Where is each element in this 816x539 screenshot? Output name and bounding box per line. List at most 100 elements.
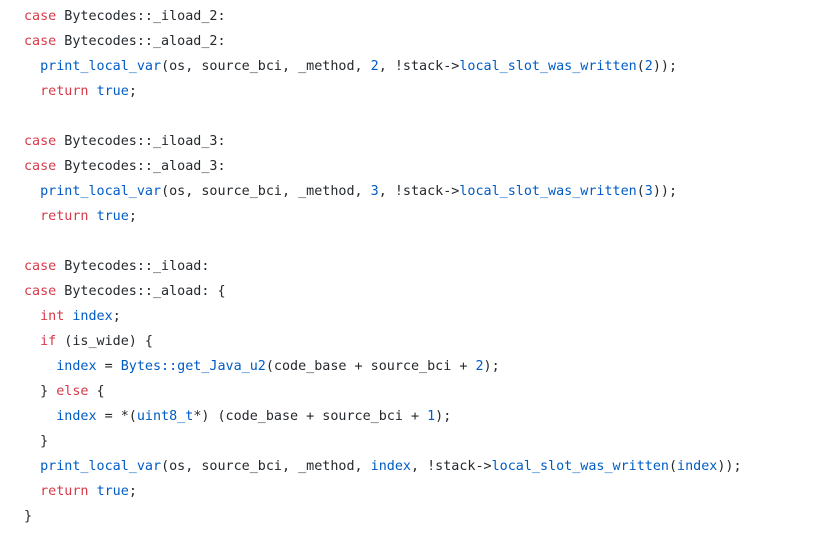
identifier-token: 3	[370, 184, 379, 199]
code-line: }	[24, 504, 742, 529]
code-token: (os, source_bci, _method,	[161, 184, 371, 199]
code-token: (os, source_bci, _method,	[161, 59, 371, 74]
identifier-token: 1	[427, 409, 436, 424]
blank-line	[24, 104, 742, 129]
keyword-token: case	[24, 34, 57, 49]
identifier-token: index	[72, 309, 113, 324]
identifier-token: 2	[370, 59, 379, 74]
code-token: , !stack->	[378, 59, 460, 74]
indent	[24, 309, 40, 324]
code-line: index = *(uint8_t*) (code_base + source_…	[24, 404, 742, 429]
code-token: , !stack->	[410, 459, 492, 474]
code-block: case Bytecodes::_iload_2:case Bytecodes:…	[24, 4, 742, 529]
indent	[24, 184, 40, 199]
code-line: return true;	[24, 479, 742, 504]
code-token: {	[88, 384, 105, 399]
identifier-token: 2	[644, 59, 653, 74]
code-token: (is_wide) {	[56, 334, 153, 349]
identifier-token: uint8_t	[136, 409, 194, 424]
identifier-token: true	[96, 209, 129, 224]
indent	[24, 59, 40, 74]
identifier-token: local_slot_was_written	[491, 459, 669, 474]
keyword-token: return	[40, 209, 89, 224]
keyword-token: if	[40, 334, 57, 349]
code-token: );	[435, 409, 452, 424]
code-token	[89, 484, 97, 499]
identifier-token: Bytes::get_Java_u2	[120, 359, 266, 374]
code-line: case Bytecodes::_aload_3:	[24, 154, 742, 179]
indent	[24, 384, 40, 399]
code-line: } else {	[24, 379, 742, 404]
code-line: case Bytecodes::_iload:	[24, 254, 742, 279]
identifier-token: true	[96, 484, 129, 499]
identifier-token: local_slot_was_written	[459, 184, 637, 199]
identifier-token: true	[96, 84, 129, 99]
identifier-token: index	[370, 459, 411, 474]
code-line: case Bytecodes::_iload_2:	[24, 4, 742, 29]
code-token: ;	[128, 209, 137, 224]
code-line: case Bytecodes::_aload: {	[24, 279, 742, 304]
identifier-token: index	[56, 409, 97, 424]
code-token: (	[636, 59, 645, 74]
code-line: print_local_var(os, source_bci, _method,…	[24, 454, 742, 479]
keyword-token: int	[40, 309, 65, 324]
code-token: ;	[128, 484, 137, 499]
code-line: return true;	[24, 204, 742, 229]
code-token: = *(	[96, 409, 137, 424]
identifier-token: 2	[475, 359, 484, 374]
code-token: =	[96, 359, 121, 374]
code-line: if (is_wide) {	[24, 329, 742, 354]
indent	[24, 434, 40, 449]
code-token: Bytecodes::_aload_3:	[56, 159, 226, 174]
identifier-token: local_slot_was_written	[459, 59, 637, 74]
code-token: Bytecodes::_iload:	[56, 259, 210, 274]
code-token: , !stack->	[378, 184, 460, 199]
code-token: Bytecodes::_iload_2:	[56, 9, 226, 24]
keyword-token: else	[56, 384, 89, 399]
keyword-token: case	[24, 159, 57, 174]
code-token: Bytecodes::_aload_2:	[56, 34, 226, 49]
code-line: int index;	[24, 304, 742, 329]
indent	[24, 209, 40, 224]
code-token: (os, source_bci, _method,	[161, 459, 371, 474]
identifier-token: index	[677, 459, 718, 474]
code-token: Bytecodes::_aload: {	[56, 284, 226, 299]
code-line: print_local_var(os, source_bci, _method,…	[24, 54, 742, 79]
identifier-token: 3	[644, 184, 653, 199]
indent	[24, 84, 40, 99]
keyword-token: case	[24, 259, 57, 274]
indent	[24, 459, 40, 474]
code-line: case Bytecodes::_iload_3:	[24, 129, 742, 154]
identifier-token: print_local_var	[40, 184, 162, 199]
identifier-token: index	[56, 359, 97, 374]
code-token: ));	[652, 59, 678, 74]
code-token: *) (code_base + source_bci +	[193, 409, 428, 424]
code-token: Bytecodes::_iload_3:	[56, 134, 226, 149]
code-token: ));	[717, 459, 742, 474]
code-line: print_local_var(os, source_bci, _method,…	[24, 179, 742, 204]
indent	[24, 409, 56, 424]
keyword-token: case	[24, 284, 57, 299]
code-line: return true;	[24, 79, 742, 104]
code-token: }	[24, 509, 33, 524]
keyword-token: case	[24, 134, 57, 149]
code-line: index = Bytes::get_Java_u2(code_base + s…	[24, 354, 742, 379]
code-token	[89, 84, 97, 99]
code-token	[89, 209, 97, 224]
indent	[24, 359, 56, 374]
code-token: ;	[112, 309, 121, 324]
code-token: (	[636, 184, 645, 199]
keyword-token: return	[40, 484, 89, 499]
code-token: (code_base + source_bci +	[265, 359, 476, 374]
identifier-token: print_local_var	[40, 59, 162, 74]
code-token: }	[40, 434, 49, 449]
code-line: }	[24, 429, 742, 454]
keyword-token: case	[24, 9, 57, 24]
identifier-token: print_local_var	[40, 459, 162, 474]
code-token: }	[40, 384, 57, 399]
code-token: );	[483, 359, 500, 374]
keyword-token: return	[40, 84, 89, 99]
code-token: ));	[652, 184, 678, 199]
code-token: ;	[128, 84, 137, 99]
code-line: case Bytecodes::_aload_2:	[24, 29, 742, 54]
